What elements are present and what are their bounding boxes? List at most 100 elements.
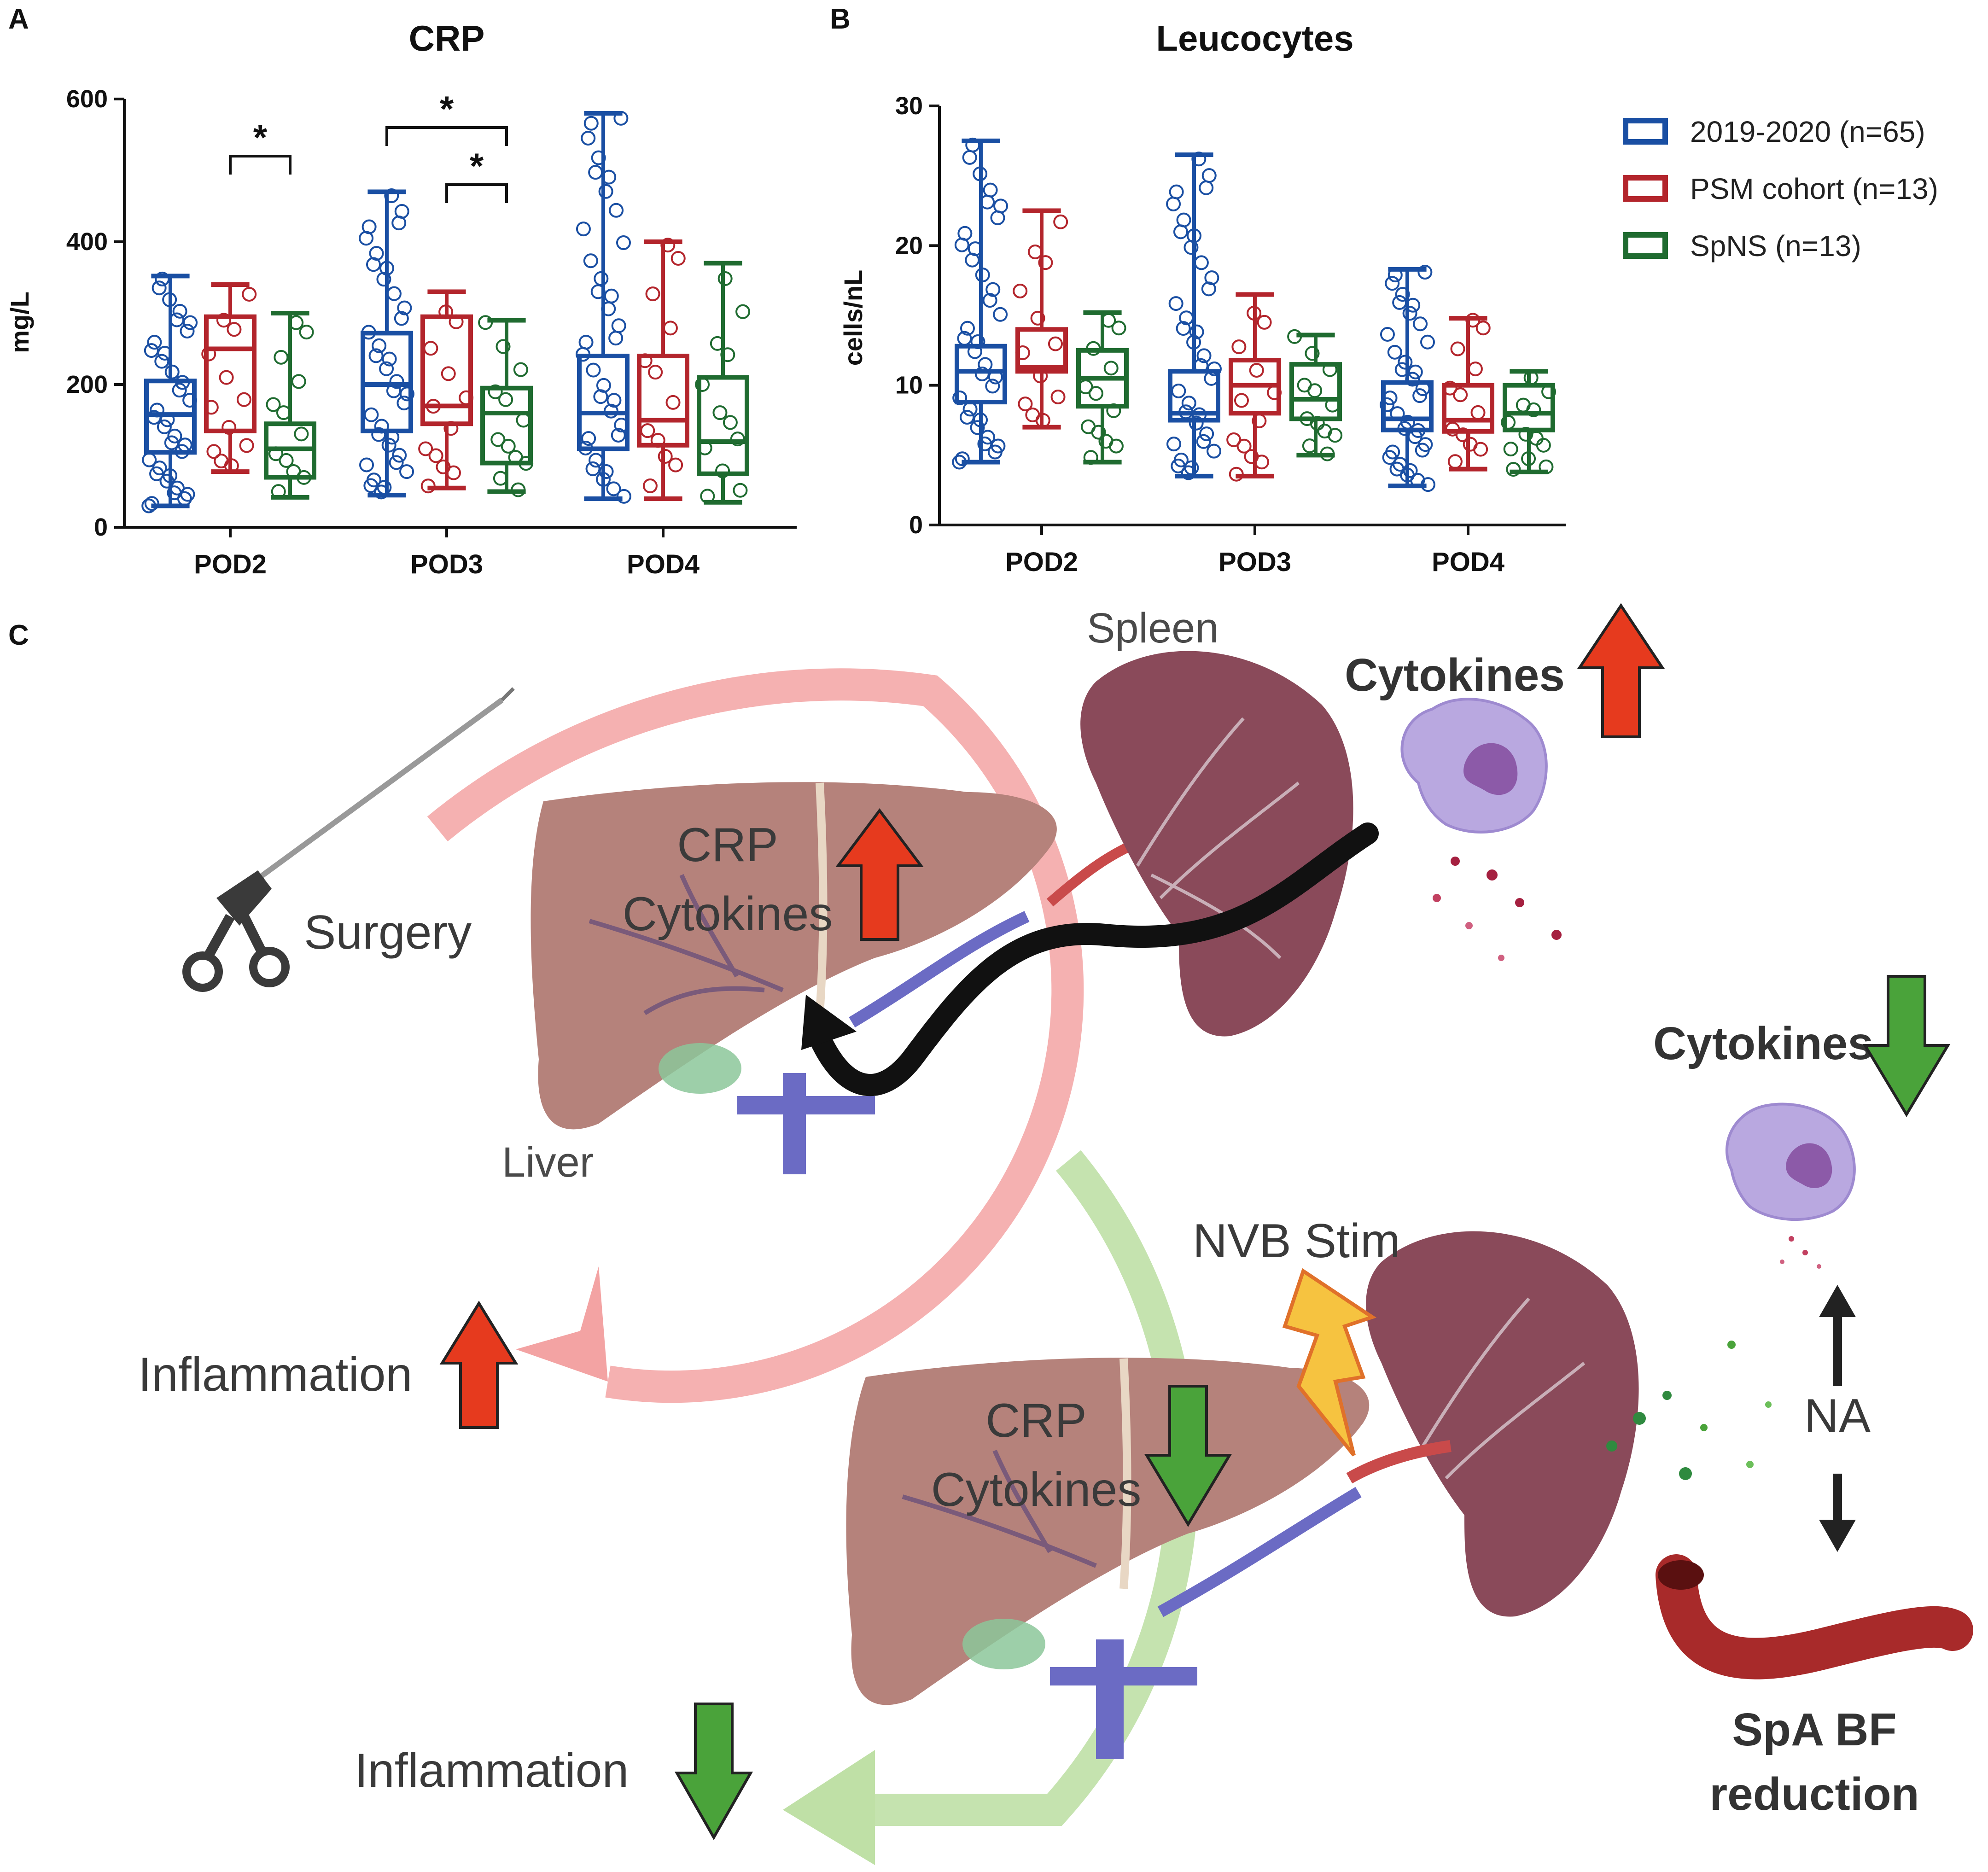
data-point bbox=[149, 402, 164, 418]
data-point bbox=[299, 325, 314, 340]
data-point bbox=[498, 392, 513, 407]
data-point bbox=[1204, 371, 1219, 386]
box-crp-pod2-series-0 bbox=[141, 271, 198, 513]
data-point bbox=[608, 331, 624, 346]
data-point bbox=[1305, 346, 1320, 361]
data-point bbox=[637, 353, 653, 368]
data-point bbox=[1302, 438, 1317, 454]
data-point bbox=[459, 390, 474, 405]
spleen-top bbox=[1080, 651, 1353, 1037]
data-point bbox=[1178, 404, 1194, 420]
data-point bbox=[1229, 467, 1244, 482]
data-point bbox=[1411, 423, 1426, 438]
data-point bbox=[160, 412, 175, 427]
data-point bbox=[596, 472, 611, 487]
box-crp-pod4-series-0 bbox=[576, 111, 631, 504]
data-point bbox=[1166, 196, 1181, 211]
y-tick-label: 600 bbox=[66, 85, 108, 113]
data-point bbox=[384, 188, 399, 204]
data-point bbox=[389, 455, 404, 470]
panel-letter-c: C bbox=[8, 619, 29, 651]
data-point bbox=[1086, 341, 1101, 356]
data-point bbox=[289, 315, 304, 330]
data-point bbox=[164, 364, 180, 379]
data-point bbox=[167, 428, 182, 443]
data-point bbox=[962, 402, 978, 417]
data-point bbox=[991, 438, 1006, 454]
data-point bbox=[978, 357, 993, 372]
data-point bbox=[1385, 444, 1400, 460]
liver-top-crp: CRP bbox=[677, 818, 778, 872]
data-point bbox=[1048, 336, 1063, 351]
surgery-label: Surgery bbox=[304, 906, 472, 959]
chart-leucocytes-title: Leucocytes bbox=[1156, 18, 1353, 58]
data-point bbox=[606, 481, 621, 496]
box-crp-pod3-series-0 bbox=[359, 188, 414, 500]
data-point bbox=[206, 444, 222, 459]
data-point bbox=[1236, 438, 1252, 454]
data-point bbox=[386, 286, 402, 301]
data-point bbox=[1111, 321, 1126, 336]
inflammation-bottom-down-arrow bbox=[674, 1703, 753, 1841]
data-point bbox=[1417, 265, 1433, 280]
data-point bbox=[957, 226, 973, 241]
data-point bbox=[1539, 459, 1554, 474]
data-point bbox=[1166, 437, 1182, 452]
liver-label: Liver bbox=[502, 1139, 594, 1186]
data-point bbox=[1173, 452, 1189, 467]
data-point bbox=[1395, 287, 1410, 302]
inflammation-top-label: Inflammation bbox=[138, 1348, 412, 1401]
data-point bbox=[645, 286, 660, 302]
data-point bbox=[1030, 310, 1045, 326]
x-tick-label: POD2 bbox=[1005, 547, 1078, 577]
box-iqr bbox=[577, 354, 630, 451]
data-point bbox=[399, 464, 414, 479]
inflammation-bottom-label: Inflammation bbox=[355, 1744, 629, 1797]
box-iqr bbox=[1168, 369, 1220, 423]
data-point bbox=[700, 489, 715, 504]
spa-bf-label-1: SpA BF bbox=[1732, 1704, 1896, 1755]
data-point bbox=[1447, 454, 1463, 469]
data-point bbox=[511, 482, 526, 497]
immune-cell-bottom-icon bbox=[1726, 1102, 1856, 1269]
data-point bbox=[519, 456, 534, 471]
data-point bbox=[616, 235, 631, 251]
splenic-artery-lumen bbox=[1658, 1560, 1704, 1590]
spa-bf-label-2: reduction bbox=[1709, 1768, 1919, 1820]
data-point bbox=[1465, 313, 1481, 328]
splenic-artery bbox=[1656, 1554, 1973, 1680]
data-point bbox=[496, 339, 511, 354]
box-leucocytes-pod2-series-0 bbox=[952, 137, 1009, 470]
data-point bbox=[988, 369, 1003, 385]
data-point bbox=[183, 315, 198, 330]
data-point bbox=[1194, 255, 1209, 270]
data-point bbox=[141, 498, 157, 513]
data-point bbox=[1325, 397, 1340, 413]
data-point bbox=[640, 423, 655, 438]
data-point bbox=[960, 410, 975, 425]
legend-swatch-2019 bbox=[1623, 118, 1668, 145]
data-point bbox=[1249, 363, 1264, 378]
mechanism-diagram: Surgery Liver CRP Cytokines Spleen bbox=[138, 603, 1973, 1865]
data-point bbox=[611, 318, 626, 333]
cytokine-flow-arrow bbox=[804, 822, 1379, 1096]
data-point bbox=[658, 449, 673, 464]
y-tick-label: 20 bbox=[895, 232, 923, 259]
cytokines-right-label: Cytokines bbox=[1653, 1018, 1873, 1069]
box-leucocytes-pod2-series-2 bbox=[1076, 310, 1129, 465]
data-point bbox=[1038, 255, 1053, 270]
legend-label-spns: SpNS (n=13) bbox=[1690, 229, 1861, 262]
data-point bbox=[586, 362, 601, 378]
data-point bbox=[715, 463, 730, 478]
data-point bbox=[142, 452, 157, 467]
data-point bbox=[1501, 415, 1516, 430]
data-point bbox=[583, 116, 599, 131]
data-point bbox=[1541, 384, 1557, 399]
data-point bbox=[501, 438, 516, 454]
data-point bbox=[985, 282, 1001, 297]
data-point bbox=[1405, 372, 1420, 387]
data-point bbox=[712, 405, 728, 420]
green-cycle-arrowhead bbox=[783, 1750, 875, 1865]
data-point bbox=[1078, 379, 1093, 395]
